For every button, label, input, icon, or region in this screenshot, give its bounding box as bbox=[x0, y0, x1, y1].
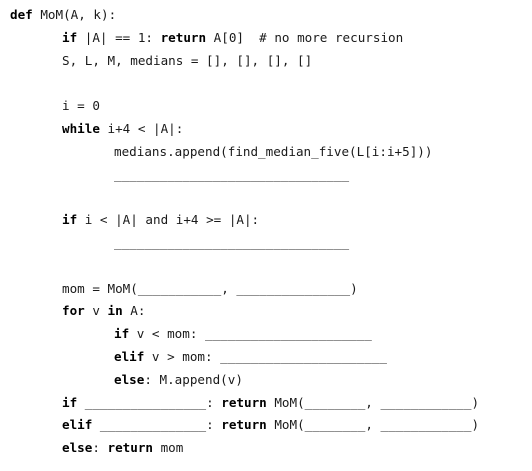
code-text: ______________: bbox=[92, 417, 222, 433]
keyword: if bbox=[62, 29, 78, 45]
code-text: i+4 < |A|: bbox=[99, 120, 184, 136]
keyword: if bbox=[114, 326, 130, 342]
keyword: return bbox=[107, 440, 154, 456]
keyword: else bbox=[62, 440, 93, 456]
keyword: elif bbox=[62, 417, 93, 433]
code-line: for v in A: bbox=[10, 300, 530, 323]
code-text: i < |A| and i+4 >= |A|: bbox=[77, 212, 260, 228]
keyword: for bbox=[62, 303, 85, 319]
code-line: elif v > mom: ______________________ bbox=[10, 346, 530, 369]
code-text: S, L, M, medians = [], [], [], [] bbox=[62, 52, 313, 68]
code-line: while i+4 < |A|: bbox=[10, 118, 530, 141]
blank-line bbox=[10, 255, 530, 278]
blank-line bbox=[10, 186, 530, 209]
code-text: medians.append(find_median_five(L[i:i+5]… bbox=[114, 143, 433, 159]
code-line: if i < |A| and i+4 >= |A|: bbox=[10, 209, 530, 232]
code-text: A[0] # no more recursion bbox=[206, 29, 404, 45]
code-text: _______________________________ bbox=[114, 234, 350, 250]
code-line: S, L, M, medians = [], [], [], [] bbox=[10, 50, 530, 73]
keyword: if bbox=[62, 394, 78, 410]
code-line: i = 0 bbox=[10, 95, 530, 118]
code-text: : bbox=[92, 440, 108, 456]
keyword: return bbox=[221, 417, 267, 433]
keyword: else bbox=[114, 371, 145, 387]
code-text: |A| == 1: bbox=[77, 29, 161, 45]
code-line: medians.append(find_median_five(L[i:i+5]… bbox=[10, 141, 530, 164]
code-line: else: return mom bbox=[10, 437, 530, 460]
keyword: return bbox=[160, 29, 207, 45]
code-text: A: bbox=[122, 303, 146, 319]
code-text: MoM(________, ____________) bbox=[266, 417, 480, 433]
code-text: mom bbox=[153, 440, 184, 456]
code-line: _______________________________ bbox=[10, 232, 530, 255]
code-line: mom = MoM(___________, _______________) bbox=[10, 278, 530, 301]
code-text: ________________: bbox=[77, 394, 222, 410]
code-text: v > mom: ______________________ bbox=[144, 348, 387, 364]
code-line: _______________________________ bbox=[10, 164, 530, 187]
keyword: def bbox=[10, 7, 33, 22]
code-text: mom = MoM(___________, _______________) bbox=[62, 280, 358, 296]
code-line: if ________________: return MoM(________… bbox=[10, 392, 530, 415]
code-text: _______________________________ bbox=[114, 166, 350, 182]
code-text: v < mom: ______________________ bbox=[129, 326, 372, 342]
code-line: if v < mom: ______________________ bbox=[10, 323, 530, 346]
code-line: else: M.append(v) bbox=[10, 369, 530, 392]
blank-line bbox=[10, 72, 530, 95]
code-text: : M.append(v) bbox=[144, 371, 243, 387]
keyword: return bbox=[221, 394, 267, 410]
keyword: elif bbox=[114, 348, 145, 364]
code-listing: def MoM(A, k):if |A| == 1: return A[0] #… bbox=[10, 4, 530, 460]
keyword: in bbox=[107, 303, 123, 319]
code-text: i = 0 bbox=[62, 98, 100, 114]
keyword: while bbox=[62, 120, 100, 136]
keyword: if bbox=[62, 212, 78, 228]
code-text: MoM(________, ____________) bbox=[266, 394, 480, 410]
code-line: elif ______________: return MoM(________… bbox=[10, 414, 530, 437]
code-text: v bbox=[84, 303, 108, 319]
code-text: MoM(A, k): bbox=[32, 7, 117, 22]
code-line: if |A| == 1: return A[0] # no more recur… bbox=[10, 27, 530, 50]
code-line: def MoM(A, k): bbox=[10, 4, 530, 27]
